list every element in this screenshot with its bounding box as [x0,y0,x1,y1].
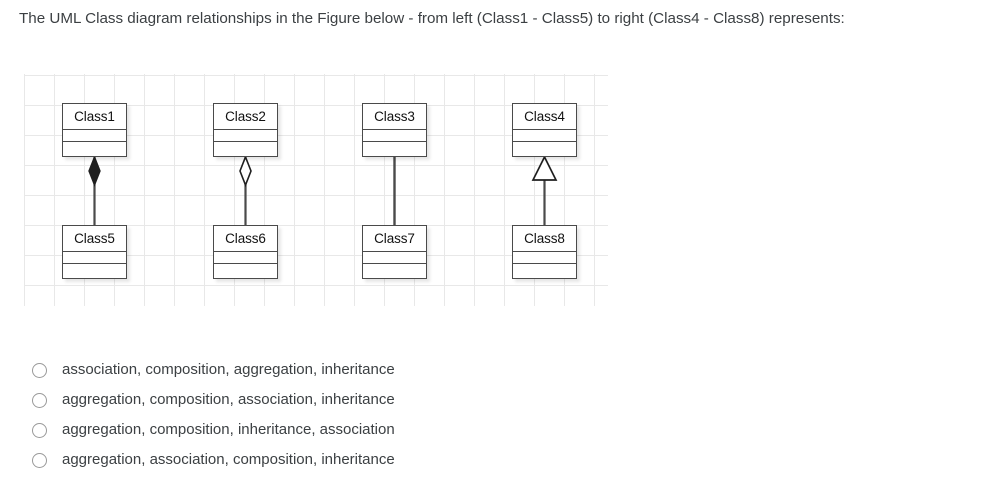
class-box-attributes-compartment [363,130,426,142]
class-box-class4[interactable]: Class4 [512,103,577,157]
answer-option-label: aggregation, composition, inheritance, a… [62,421,395,438]
question-prompt: The UML Class diagram relationships in t… [19,10,845,27]
class-box-class3[interactable]: Class3 [362,103,427,157]
radio-button-icon[interactable] [32,362,47,378]
filled-diamond-marker [88,155,101,187]
answer-option-4[interactable]: aggregation, association, composition, i… [24,445,664,475]
hollow-triangle-marker [531,155,558,181]
connector-class1-class5 [88,155,101,225]
radio-button-icon[interactable] [32,422,47,438]
radio-button-icon[interactable] [32,392,47,408]
class-box-class2[interactable]: Class2 [213,103,278,157]
answer-option-3[interactable]: aggregation, composition, inheritance, a… [24,415,664,445]
answer-option-label: association, composition, aggregation, i… [62,361,395,378]
class-box-title: Class2 [214,104,277,130]
connector-class4-class8 [531,155,558,225]
class-box-operations-compartment [513,142,576,154]
class-box-attributes-compartment [63,252,126,264]
class-box-class6[interactable]: Class6 [213,225,278,279]
class-box-operations-compartment [214,264,277,276]
connector-class2-class6 [239,154,252,225]
class-box-title: Class1 [63,104,126,130]
class-box-title: Class3 [363,104,426,130]
answer-option-label: aggregation, association, composition, i… [62,451,395,468]
class-box-attributes-compartment [63,130,126,142]
class-box-attributes-compartment [214,130,277,142]
class-box-class8[interactable]: Class8 [512,225,577,279]
class-box-attributes-compartment [513,130,576,142]
uml-class-diagram-figure: Class1 Class2 Class3 Class4 Class5 Class… [24,74,608,306]
class-box-operations-compartment [363,142,426,154]
class-box-operations-compartment [214,142,277,154]
class-box-title: Class5 [63,226,126,252]
class-box-operations-compartment [63,264,126,276]
class-box-class1[interactable]: Class1 [62,103,127,157]
class-box-title: Class4 [513,104,576,130]
hollow-diamond-marker [239,154,252,188]
answer-options-group: association, composition, aggregation, i… [24,355,664,475]
answer-option-2[interactable]: aggregation, composition, association, i… [24,385,664,415]
class-box-class7[interactable]: Class7 [362,225,427,279]
class-box-title: Class8 [513,226,576,252]
class-box-attributes-compartment [513,252,576,264]
class-box-operations-compartment [363,264,426,276]
class-box-operations-compartment [63,142,126,154]
class-box-title: Class6 [214,226,277,252]
diagram-connectors-layer [88,154,558,225]
answer-option-label: aggregation, composition, association, i… [62,391,395,408]
class-box-attributes-compartment [363,252,426,264]
class-box-title: Class7 [363,226,426,252]
radio-button-icon[interactable] [32,452,47,468]
class-box-attributes-compartment [214,252,277,264]
class-box-operations-compartment [513,264,576,276]
answer-option-1[interactable]: association, composition, aggregation, i… [24,355,664,385]
class-box-class5[interactable]: Class5 [62,225,127,279]
